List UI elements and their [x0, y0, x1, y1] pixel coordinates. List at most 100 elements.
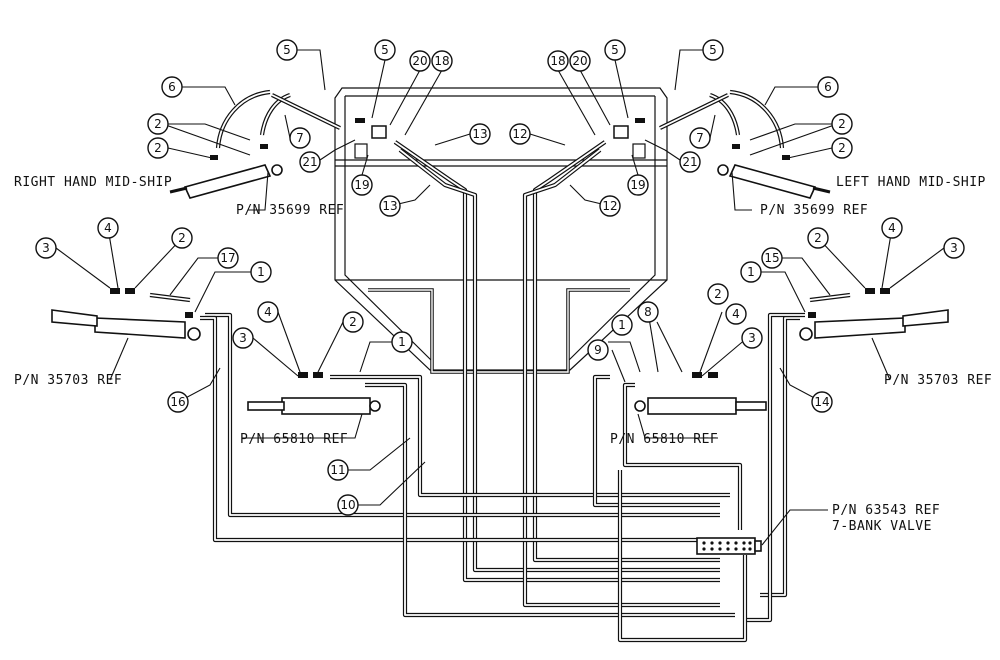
callout: 1	[740, 261, 762, 283]
svg-text:3: 3	[950, 241, 958, 255]
svg-text:11: 11	[330, 463, 345, 477]
svg-text:15: 15	[764, 251, 779, 265]
callout: 12	[599, 195, 621, 217]
svg-text:2: 2	[154, 117, 162, 131]
chassis-frame	[334, 87, 668, 374]
callout-bubbles: 5 5 20 18 18 20 5 5 6 6 2 2 7 7 21 21 13…	[35, 39, 965, 516]
callout: 1	[250, 261, 272, 283]
svg-text:1: 1	[257, 265, 265, 279]
svg-text:2: 2	[714, 287, 722, 301]
callout: 19	[627, 174, 649, 196]
svg-text:5: 5	[381, 43, 389, 57]
svg-text:8: 8	[644, 305, 652, 319]
text-labels: RIGHT HAND MID-SHIP LEFT HAND MID-SHIP P…	[14, 175, 992, 534]
callout: 1	[611, 314, 633, 336]
callout: 1	[391, 331, 413, 353]
svg-text:14: 14	[814, 395, 829, 409]
callout: 18	[431, 50, 453, 72]
svg-text:5: 5	[709, 43, 717, 57]
callout: 16	[167, 391, 189, 413]
hose-routes	[149, 89, 851, 643]
callout: 17	[217, 247, 239, 269]
callout: 7	[689, 127, 711, 149]
label-pn-65810-right: P/N 65810 REF	[610, 432, 718, 447]
callout: 18	[547, 50, 569, 72]
callout: 10	[337, 494, 359, 516]
callout: 19	[351, 174, 373, 196]
svg-text:2: 2	[349, 315, 357, 329]
callout: 3	[232, 327, 254, 349]
svg-text:2: 2	[814, 231, 822, 245]
label-left-hand-mid-ship: LEFT HAND MID-SHIP	[836, 175, 986, 190]
cylinder-mid-ship-left	[169, 164, 283, 199]
callout: 2	[831, 137, 853, 159]
cylinder-35703-right	[799, 309, 949, 341]
callout: 21	[679, 151, 701, 173]
svg-text:21: 21	[302, 155, 317, 169]
svg-text:1: 1	[618, 318, 626, 332]
label-pn-35703-left: P/N 35703 REF	[14, 373, 122, 388]
svg-text:3: 3	[239, 331, 247, 345]
callout: 15	[761, 247, 783, 269]
callout: 11	[327, 459, 349, 481]
svg-text:3: 3	[42, 241, 50, 255]
svg-text:3: 3	[748, 331, 756, 345]
callout: 20	[569, 50, 591, 72]
callout: 3	[35, 237, 57, 259]
svg-text:10: 10	[340, 498, 355, 512]
svg-text:6: 6	[168, 80, 176, 94]
callout: 21	[299, 151, 321, 173]
svg-text:2: 2	[178, 231, 186, 245]
callout: 2	[147, 113, 169, 135]
callout: 2	[171, 227, 193, 249]
svg-text:4: 4	[732, 307, 740, 321]
svg-text:20: 20	[572, 54, 587, 68]
cylinder-35703-left	[51, 309, 201, 341]
svg-text:13: 13	[382, 199, 397, 213]
svg-text:5: 5	[283, 43, 291, 57]
svg-text:4: 4	[888, 221, 896, 235]
callout: 14	[811, 391, 833, 413]
callout: 5	[374, 39, 396, 61]
svg-text:17: 17	[220, 251, 235, 265]
cylinder-65810-right	[634, 397, 767, 415]
callout: 3	[741, 327, 763, 349]
callout: 4	[97, 217, 119, 239]
label-right-hand-mid-ship: RIGHT HAND MID-SHIP	[14, 175, 172, 190]
svg-text:12: 12	[512, 127, 527, 141]
seven-bank-valve	[696, 537, 762, 555]
cylinder-65810-left	[247, 397, 381, 415]
callout: 20	[409, 50, 431, 72]
callout: 2	[807, 227, 829, 249]
svg-text:20: 20	[412, 54, 427, 68]
callout: 5	[276, 39, 298, 61]
callout: 6	[161, 76, 183, 98]
svg-text:1: 1	[398, 335, 406, 349]
callout: 4	[881, 217, 903, 239]
svg-text:18: 18	[550, 54, 565, 68]
callout: 9	[587, 339, 609, 361]
svg-text:4: 4	[104, 221, 112, 235]
callout: 2	[707, 283, 729, 305]
svg-text:12: 12	[602, 199, 617, 213]
svg-text:2: 2	[838, 117, 846, 131]
fittings	[110, 118, 890, 378]
callout: 2	[342, 311, 364, 333]
callout: 13	[469, 123, 491, 145]
svg-text:9: 9	[594, 343, 602, 357]
svg-text:1: 1	[747, 265, 755, 279]
label-pn-35699-left: P/N 35699 REF	[236, 203, 344, 218]
svg-text:6: 6	[824, 80, 832, 94]
callout: 8	[637, 301, 659, 323]
svg-text:7: 7	[696, 131, 704, 145]
svg-text:4: 4	[264, 305, 272, 319]
callout: 5	[702, 39, 724, 61]
svg-text:21: 21	[682, 155, 697, 169]
svg-text:13: 13	[472, 127, 487, 141]
label-pn-35699-right: P/N 35699 REF	[760, 203, 868, 218]
label-pn-63543: P/N 63543 REF	[832, 503, 940, 518]
svg-text:16: 16	[170, 395, 185, 409]
callout: 5	[604, 39, 626, 61]
cylinder-mid-ship-right	[717, 164, 831, 199]
